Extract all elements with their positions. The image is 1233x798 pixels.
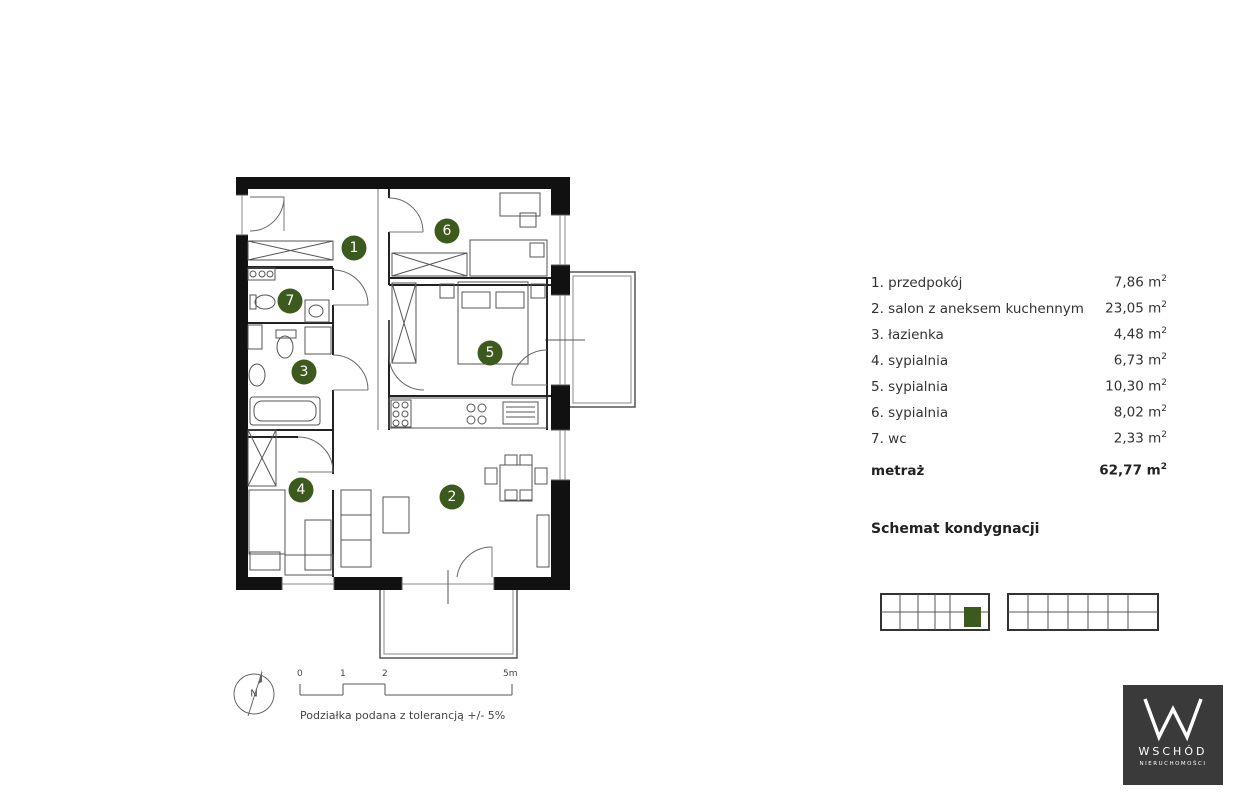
windows xyxy=(236,194,585,604)
legend-row-2: 2. salon z aneksem kuchennym 23,05 m2 xyxy=(871,300,1167,326)
room-marker-1-number: 1 xyxy=(350,240,359,256)
room-area-value: 8,02 m xyxy=(1113,404,1162,421)
total-label: metraż xyxy=(871,462,925,479)
logo-brand: WSCHÓD xyxy=(1138,745,1208,758)
legend-row-4: 4. sypialnia 6,73 m2 xyxy=(871,352,1167,378)
fixtures xyxy=(247,192,550,576)
total-area-value: 62,77 m xyxy=(1099,462,1161,479)
room-name: 3. łazienka xyxy=(871,326,944,343)
room-area: 8,02 m2 xyxy=(1114,404,1167,421)
room-marker-5-number: 5 xyxy=(486,345,495,361)
schema-title: Schemat kondygnacji xyxy=(871,521,1040,537)
room-area: 2,33 m2 xyxy=(1114,430,1167,447)
room-name: 4. sypialnia xyxy=(871,352,949,369)
room-marker-6-number: 6 xyxy=(443,223,452,239)
room-marker-3-number: 3 xyxy=(300,364,309,380)
room-area: 7,86 m2 xyxy=(1114,274,1167,291)
room-name: 6. sypialnia xyxy=(871,404,949,421)
room-name: 5. sypialnia xyxy=(871,378,949,395)
room-area-unit: 2 xyxy=(1161,430,1167,440)
room-marker-1: 1 xyxy=(341,235,367,261)
room-area: 23,05 m2 xyxy=(1105,300,1167,317)
room-area: 4,48 m2 xyxy=(1114,326,1167,343)
room-marker-2-number: 2 xyxy=(448,489,457,505)
room-area-value: 4,48 m xyxy=(1113,326,1162,343)
total-area-unit: 2 xyxy=(1160,462,1167,472)
room-markers: 1 2 3 4 5 6 7 xyxy=(277,218,503,510)
legend-row-5: 5. sypialnia 10,30 m2 xyxy=(871,378,1167,404)
room-area-unit: 2 xyxy=(1161,274,1167,284)
room-marker-6: 6 xyxy=(434,218,460,244)
scale-label-2: 2 xyxy=(382,669,388,679)
legend-total: metraż 62,77 m2 xyxy=(871,462,1167,479)
legend-row-7: 7. wc 2,33 m2 xyxy=(871,430,1167,456)
compass-label: N xyxy=(250,689,257,700)
room-name: 2. salon z aneksem kuchennym xyxy=(871,300,1084,317)
room-marker-4-number: 4 xyxy=(297,482,306,498)
room-area: 10,30 m2 xyxy=(1105,378,1167,395)
room-area-unit: 2 xyxy=(1161,352,1167,362)
logo-brand-sub: NIERUCHOMOŚCI xyxy=(1139,761,1207,767)
total-area: 62,77 m2 xyxy=(1099,462,1167,479)
scale-label-0: 0 xyxy=(297,669,303,679)
doors xyxy=(249,196,548,578)
room-area: 6,73 m2 xyxy=(1114,352,1167,369)
interior-walls xyxy=(248,189,551,577)
compass: N xyxy=(233,670,275,717)
scale-label-1: 1 xyxy=(340,669,346,679)
room-name: 1. przedpokój xyxy=(871,274,963,291)
room-marker-3: 3 xyxy=(291,359,317,385)
room-marker-4: 4 xyxy=(288,477,314,503)
room-marker-5: 5 xyxy=(477,340,503,366)
legend-row-3: 3. łazienka 4,48 m2 xyxy=(871,326,1167,352)
room-area-value: 6,73 m xyxy=(1113,352,1162,369)
floor-schema-block-1 xyxy=(880,593,990,631)
north-arrow-icon xyxy=(258,670,262,684)
room-area-unit: 2 xyxy=(1161,300,1167,310)
legend-row-1: 1. przedpokój 7,86 m2 xyxy=(871,274,1167,300)
floor-schema-block-2 xyxy=(1007,593,1159,631)
floor-schema xyxy=(880,593,1159,631)
scale-label-5m: 5m xyxy=(503,669,518,679)
room-area-value: 10,30 m xyxy=(1105,378,1162,395)
room-area-unit: 2 xyxy=(1161,326,1167,336)
room-marker-7: 7 xyxy=(277,288,303,314)
room-name: 7. wc xyxy=(871,430,907,447)
floor-schema-highlight xyxy=(964,607,981,627)
room-legend: 1. przedpokój 7,86 m2 2. salon z aneksem… xyxy=(871,274,1167,479)
room-marker-2: 2 xyxy=(439,484,465,510)
legend-row-6: 6. sypialnia 8,02 m2 xyxy=(871,404,1167,430)
company-logo: WSCHÓD NIERUCHOMOŚCI xyxy=(1123,685,1223,785)
room-area-value: 2,33 m xyxy=(1113,430,1162,447)
room-area-unit: 2 xyxy=(1161,378,1167,388)
room-area-unit: 2 xyxy=(1161,404,1167,414)
room-marker-7-number: 7 xyxy=(286,293,295,309)
scale-bar xyxy=(299,683,513,696)
scale-note: Podziałka podana z tolerancją +/- 5% xyxy=(300,709,506,722)
room-area-value: 23,05 m xyxy=(1105,300,1162,317)
logo-w-icon xyxy=(1143,698,1203,742)
room-area-value: 7,86 m xyxy=(1113,274,1162,291)
